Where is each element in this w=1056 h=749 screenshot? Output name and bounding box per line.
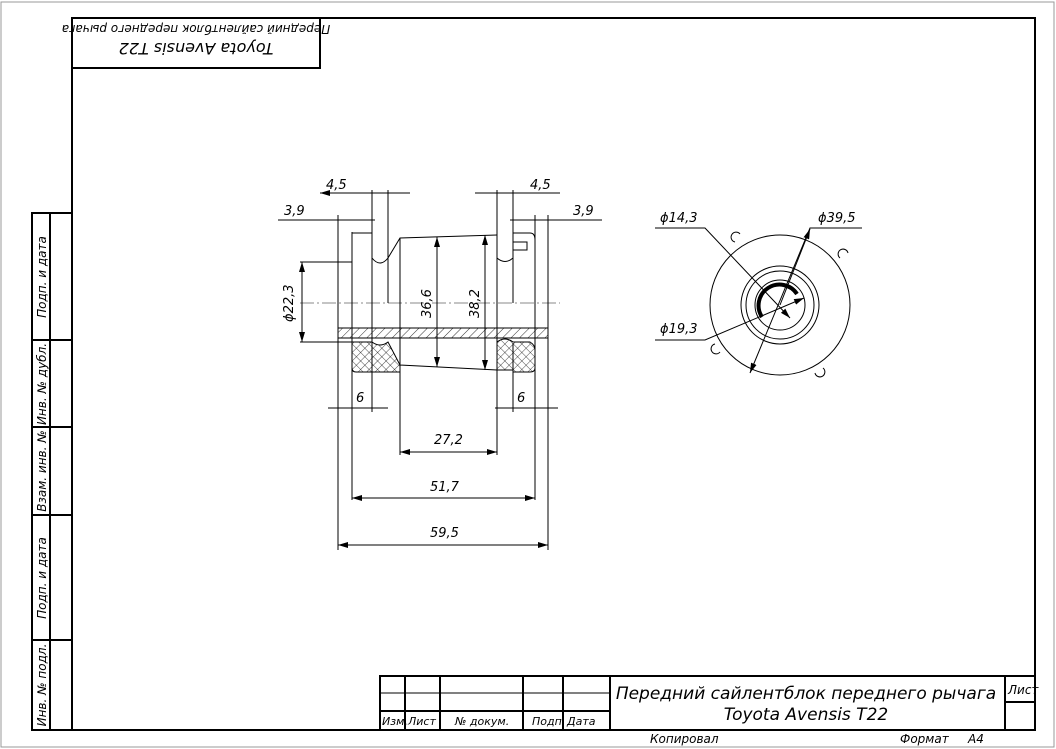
side-label-1: Подп. и дата (35, 236, 49, 318)
side-label-5: Инв. № подл. (35, 644, 49, 727)
dim-phi-22-3: ϕ22,3 (282, 284, 297, 322)
col-doc: № докум. (454, 715, 509, 728)
format-label: Формат (900, 732, 950, 746)
dim-59-5: 59,5 (430, 526, 459, 541)
col-podp: Подп. (532, 715, 565, 728)
side-label-3: Взам. инв. № (35, 430, 49, 511)
title-line1: Передний сайлентблок переднего рычага (616, 684, 996, 704)
side-label-2: Инв. № дубл. (35, 343, 49, 425)
dim-right-3-9: 3,9 (573, 204, 594, 219)
dim-left-6: 6 (356, 391, 364, 406)
col-list: Лист (407, 715, 436, 728)
dim-27-2: 27,2 (434, 433, 463, 448)
title-line2: Toyota Avensis T22 (724, 705, 888, 725)
end-view: ϕ14,3 ϕ39,5 ϕ19,3 (655, 211, 862, 378)
stamp-line2: Передний сайлентблок переднего рычага (62, 22, 330, 36)
dim-left-3-9: 3,9 (284, 204, 305, 219)
dim-right-6: 6 (517, 391, 525, 406)
dim-phi-19-3: ϕ19,3 (660, 322, 698, 337)
dim-left-4-5: 4,5 (326, 178, 347, 193)
side-strip: Подп. и дата Инв. № дубл. Взам. инв. № П… (31, 212, 73, 731)
dim-36-6: 36,6 (420, 289, 435, 318)
top-stamp: Toyota Avensis T22 Передний сайлентблок … (62, 17, 330, 69)
stamp-line1: Toyota Avensis T22 (119, 39, 274, 58)
col-izm: Изм. (382, 715, 408, 728)
sheet-label: Лист (1007, 683, 1039, 697)
dim-right-4-5: 4,5 (530, 178, 551, 193)
dim-51-7: 51,7 (430, 480, 460, 495)
format-value: A4 (967, 732, 984, 746)
section-view: 4,5 4,5 3,9 3,9 ϕ22,3 36,6 38,2 6 6 27,2… (278, 178, 602, 550)
dim-phi-39-5: ϕ39,5 (818, 211, 856, 226)
dim-38-2: 38,2 (468, 289, 483, 318)
drawing-frame (71, 17, 1036, 731)
dim-phi-14-3: ϕ14,3 (660, 211, 698, 226)
col-data: Дата (566, 715, 596, 728)
title-block: Изм. Лист № докум. Подп. Дата Передний с… (379, 675, 1039, 746)
side-label-4: Подп. и дата (35, 537, 49, 619)
copied-label: Копировал (650, 732, 719, 746)
